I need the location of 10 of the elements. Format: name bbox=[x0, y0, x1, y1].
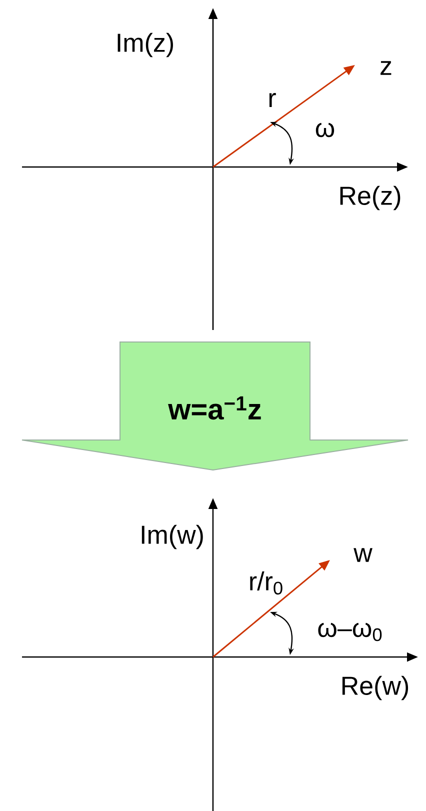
magnitude-label: r/r$_{0}$ bbox=[250, 571, 282, 595]
axis-label: Im(w) bbox=[142, 524, 203, 550]
angle-label: ω bbox=[316, 122, 334, 138]
vector-label: z bbox=[380, 61, 392, 75]
axis-label: Re(w) bbox=[342, 676, 408, 700]
angle-label: ω–ω$_{0}$ bbox=[318, 622, 382, 642]
axis-label: Im(z) bbox=[118, 32, 173, 58]
vector-label: w bbox=[354, 548, 372, 562]
axis-label: Re(z) bbox=[340, 186, 400, 210]
magnitude-label: r bbox=[269, 93, 276, 107]
